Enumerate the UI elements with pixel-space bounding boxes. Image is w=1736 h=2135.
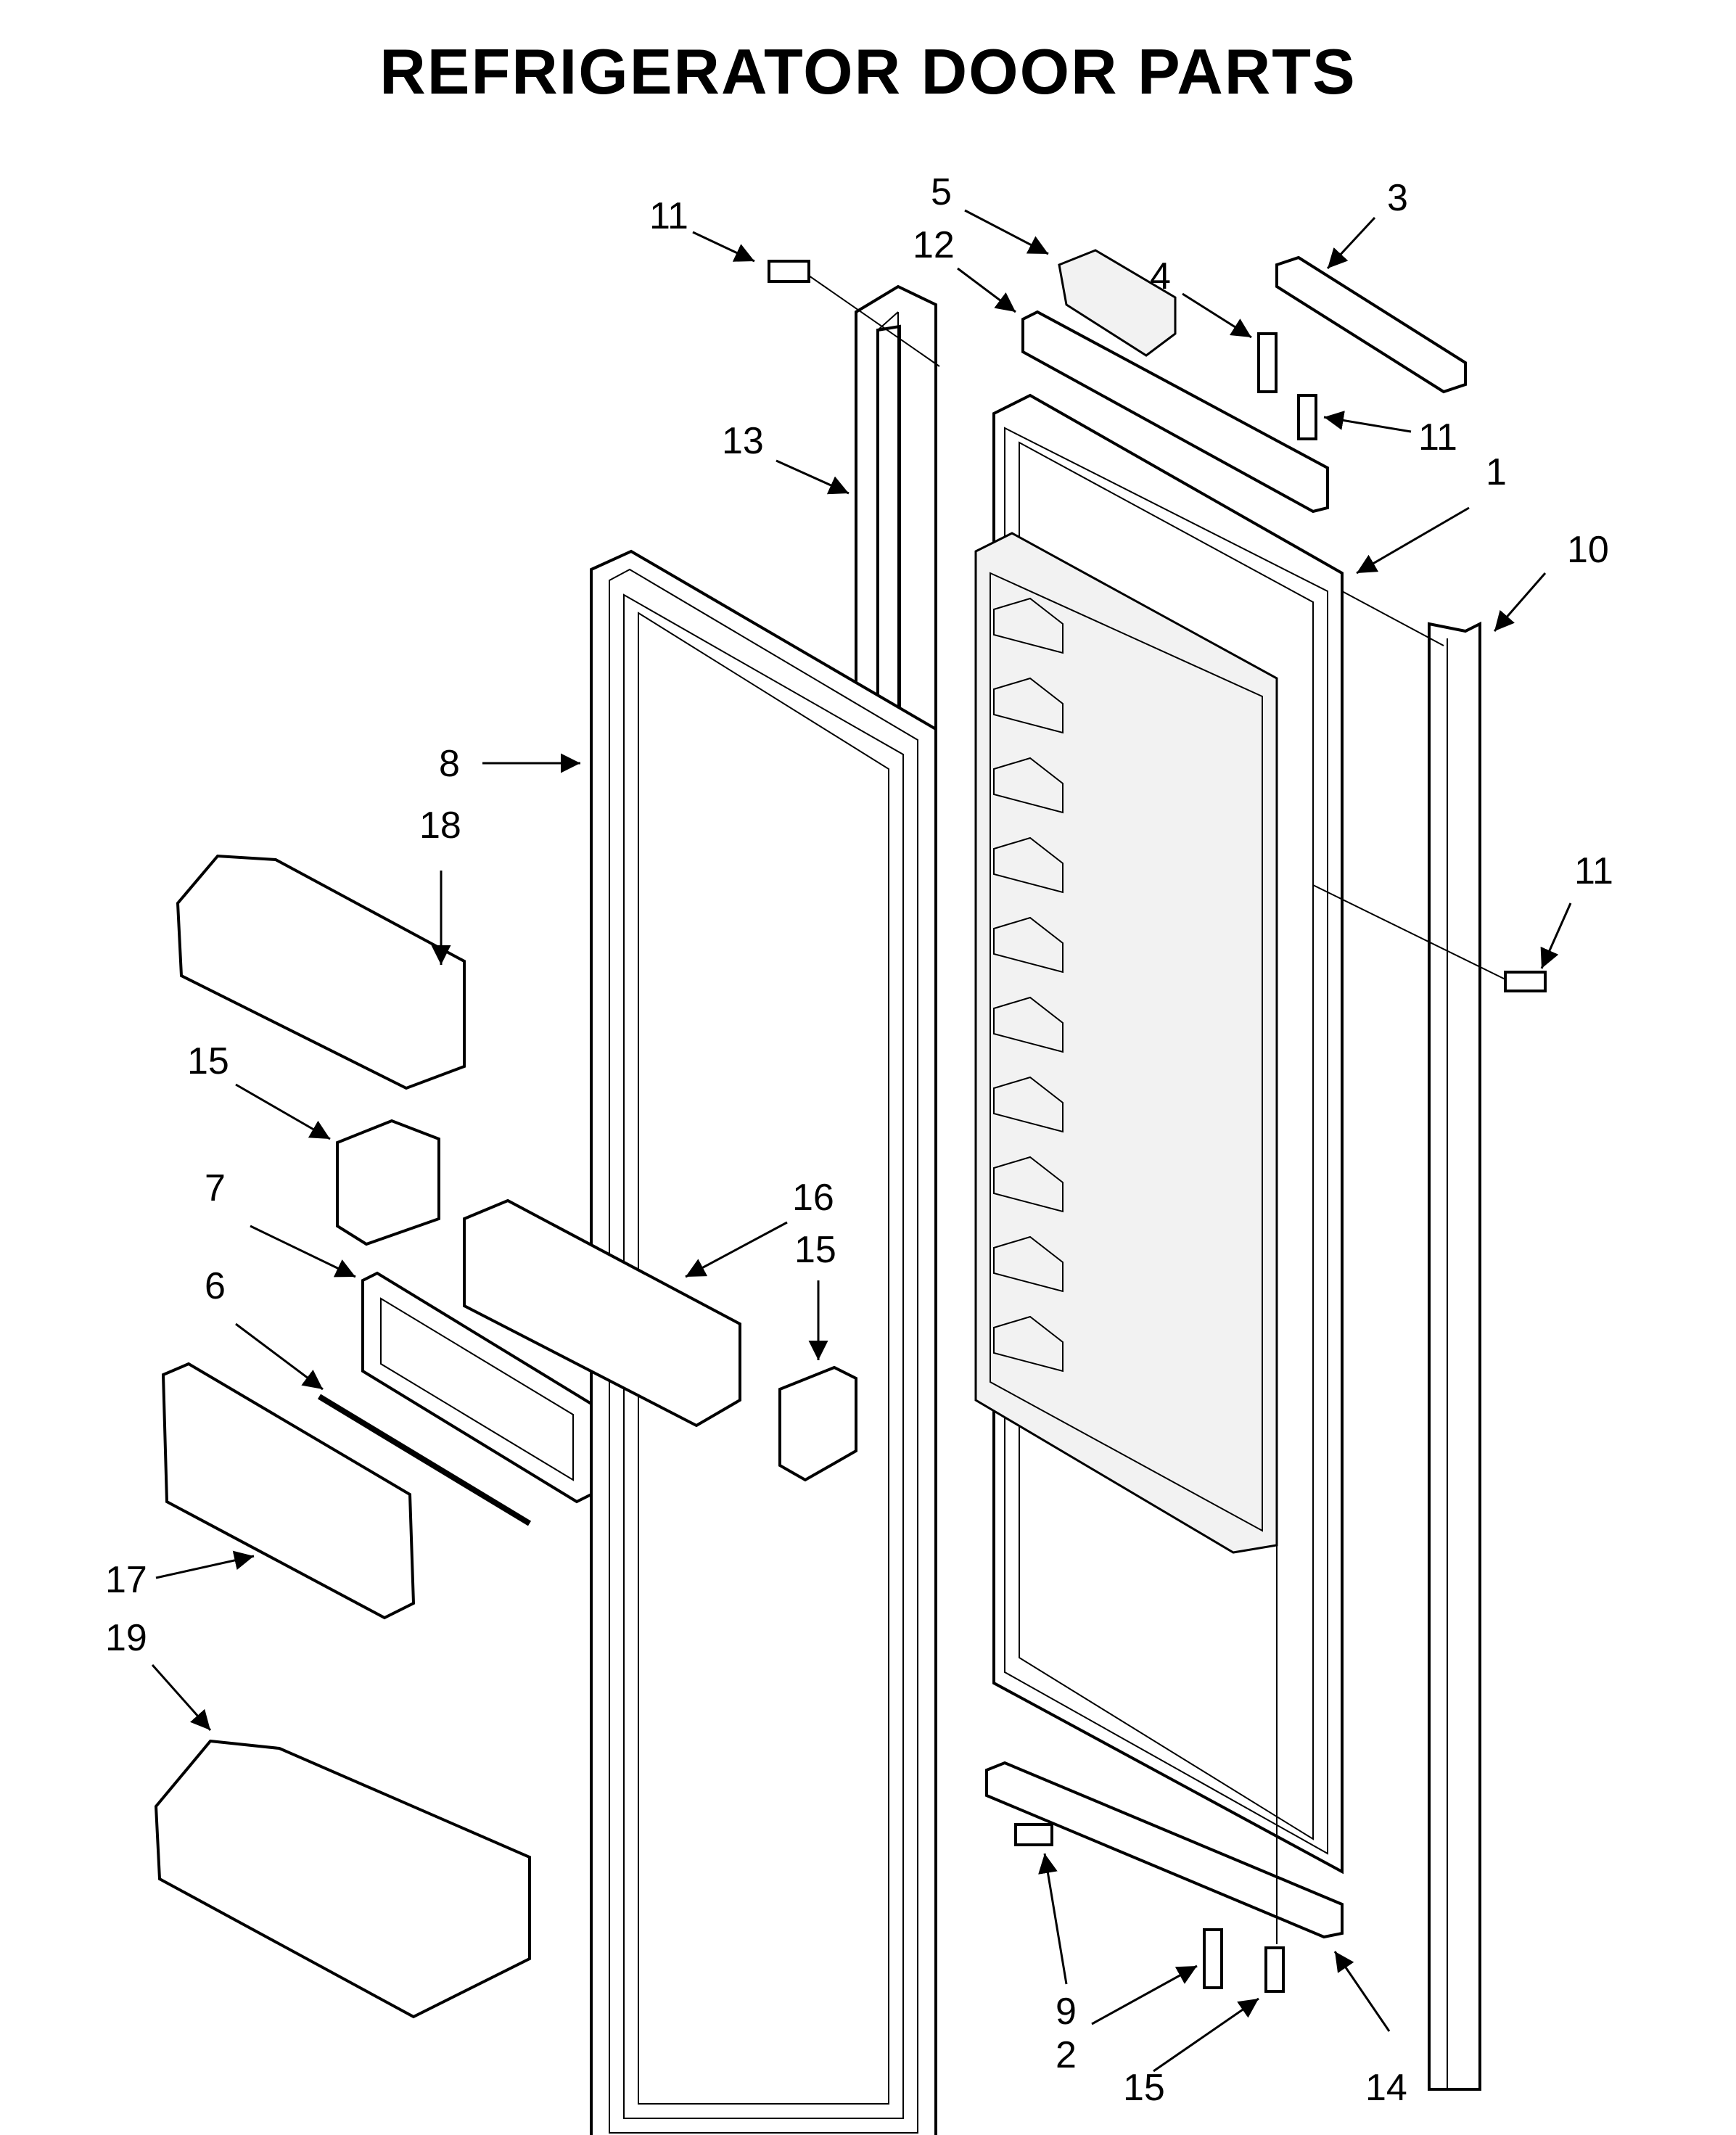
leader-lines xyxy=(151,209,1572,2073)
callout-1: 1 xyxy=(1486,451,1507,493)
callout-2: 2 xyxy=(1056,2034,1077,2076)
callout-10: 10 xyxy=(1567,529,1609,571)
callout-11-right: 11 xyxy=(1574,850,1613,892)
callout-11-top-left: 11 xyxy=(649,195,688,237)
rod-part xyxy=(317,1394,532,1526)
callout-14: 14 xyxy=(1365,2067,1407,2109)
callout-19: 19 xyxy=(105,1617,147,1659)
callout-7: 7 xyxy=(205,1167,226,1209)
callout-12: 12 xyxy=(913,224,955,266)
callout-15-center: 15 xyxy=(794,1229,836,1271)
callout-8: 8 xyxy=(439,743,460,785)
screw-top-right-part xyxy=(1297,394,1317,440)
window-frame-part xyxy=(361,1271,593,1504)
screw-right-part xyxy=(1504,971,1547,992)
callout-15-left: 15 xyxy=(187,1040,229,1082)
callout-18: 18 xyxy=(419,805,461,847)
right-door-trim-part xyxy=(1428,621,1481,2091)
bin-end-cap-left-part xyxy=(336,1119,440,1246)
callout-13: 13 xyxy=(722,420,764,462)
door-liner-part xyxy=(974,393,1344,1875)
callout-9: 9 xyxy=(1056,1991,1077,2033)
door-bin-lower-part xyxy=(154,1739,531,2019)
callout-11-top-right: 11 xyxy=(1418,416,1457,458)
screw-top-left-part xyxy=(768,260,810,283)
door-liner-shelf-ribs xyxy=(993,597,1064,1373)
callout-4: 4 xyxy=(1150,255,1171,297)
callout-3: 3 xyxy=(1387,177,1408,219)
callout-16: 16 xyxy=(792,1177,834,1219)
bottom-hinge-bracket-part xyxy=(985,1761,1344,1939)
top-trim-part xyxy=(1275,255,1467,394)
callout-15-bottom: 15 xyxy=(1123,2067,1165,2109)
door-bin-upper-part xyxy=(176,854,466,1090)
page-title: REFRIGERATOR DOOR PARTS xyxy=(379,36,1357,107)
top-bracket-part xyxy=(1021,310,1329,514)
bin-end-cap-right-part xyxy=(778,1365,857,1482)
door-gasket-part xyxy=(590,549,937,2135)
callout-17: 17 xyxy=(105,1559,147,1601)
callout-5: 5 xyxy=(931,171,952,213)
bottom-hinge-pin-part xyxy=(1203,1928,1223,1989)
reference-lines xyxy=(808,275,1506,1944)
dispenser-housing-part xyxy=(463,1198,741,1428)
callout-labels: 11 5 3 12 4 11 13 1 10 8 18 11 15 7 16 1… xyxy=(105,171,1613,2109)
top-hinge-pin-part xyxy=(1257,332,1278,393)
bottom-clip-part xyxy=(1014,1823,1053,1846)
control-housing-part xyxy=(1058,249,1177,357)
front-panel-part xyxy=(161,1362,416,1620)
screw-bottom-part xyxy=(1264,1946,1285,1993)
callout-6: 6 xyxy=(205,1265,226,1307)
